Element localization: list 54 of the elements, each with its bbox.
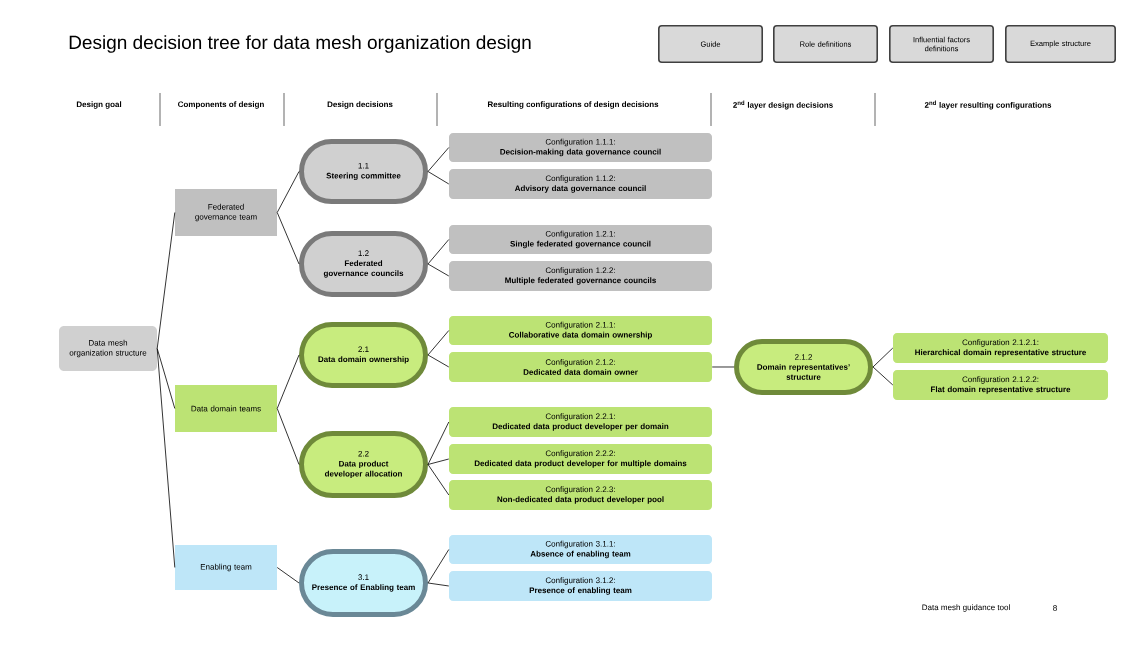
column-header: Resulting configurations of design decisions — [488, 101, 659, 109]
decision-pill: 3.1 Presence of Enabling team — [299, 549, 428, 617]
connector-line — [711, 366, 735, 368]
configuration-box: Configuration 3.1.1: Absence of enabling team — [449, 535, 712, 564]
configuration-box: Configuration 2.2.3: Non-dedicated data product developer pool — [449, 480, 712, 510]
column-header: Design decisions — [327, 101, 393, 109]
decision-pill: 1.1 Steering committee — [299, 139, 428, 204]
component-box: Data domain teams — [175, 385, 277, 432]
component-box: Enabling team — [175, 545, 277, 590]
connector-line — [276, 408, 300, 465]
column-header: Components of design — [178, 101, 264, 109]
connector-line — [427, 549, 450, 584]
decision-pill: 2.1.2 Domain representatives’ structure — [734, 339, 873, 395]
connector-line — [156, 348, 176, 409]
connector-line — [276, 212, 300, 265]
decision-pill: 2.1 Data domain ownership — [299, 322, 428, 388]
connector-line — [427, 421, 450, 465]
component-box: Federated governance team — [175, 189, 277, 236]
configuration-box: Configuration 2.2.1: Dedicated data product developer per domain — [449, 407, 712, 437]
configuration-box: Configuration 2.1.1: Collaborative data domain ownership — [449, 316, 712, 345]
connector-line — [427, 239, 450, 265]
configuration-box: Configuration 2.1.2.2: Flat domain representative structure — [893, 370, 1108, 400]
connector-line — [427, 354, 450, 368]
connector-line — [276, 354, 300, 409]
configuration-box: Configuration 2.1.2.1: Hierarchical domain representative structure — [893, 333, 1108, 363]
column-header: Design goal — [76, 101, 122, 109]
connector-line — [276, 567, 300, 584]
title: Design decision tree for data mesh organization design — [69, 35, 531, 53]
connector-line — [427, 171, 450, 185]
decision-pill: 1.2 Federated governance councils — [299, 231, 428, 297]
connector-line — [872, 366, 894, 386]
configuration-box: Configuration 2.1.2: Dedicated data domain owner — [449, 352, 712, 382]
configuration-box: Configuration 1.2.2: Multiple federated governance councils — [449, 261, 712, 291]
connector-line — [427, 458, 450, 465]
column-header: 2$^{nd}$ layer design decisions — [733, 100, 833, 110]
connector-line — [427, 263, 450, 277]
connector-line — [427, 147, 450, 172]
decision-pill: 2.2 Data product developer allocation — [299, 431, 428, 498]
page-number: 8 — [1053, 605, 1057, 611]
goal-box: Data mesh organization structure — [59, 326, 157, 371]
footer-text: Data mesh guidance tool — [922, 604, 1010, 612]
connector-line — [276, 171, 300, 213]
configuration-box: Configuration 2.2.2: Dedicated data product developer for multiple domains — [449, 444, 712, 474]
connector-line — [872, 347, 894, 368]
configuration-box: Configuration 3.1.2: Presence of enabling team — [449, 571, 712, 601]
connector-line — [427, 582, 450, 587]
connector-line — [156, 212, 176, 349]
configuration-box: Configuration 1.1.2: Advisory data governance council — [449, 169, 712, 199]
configuration-box: Configuration 1.2.1: Single federated governance council — [449, 225, 712, 254]
column-header: 2$^{nd}$ layer resulting configurations — [924, 100, 1052, 110]
connector-line — [156, 348, 176, 568]
connector-line — [427, 330, 450, 356]
configuration-box: Configuration 1.1.1: Decision-making data governance council — [449, 133, 712, 162]
connector-line — [427, 464, 450, 496]
